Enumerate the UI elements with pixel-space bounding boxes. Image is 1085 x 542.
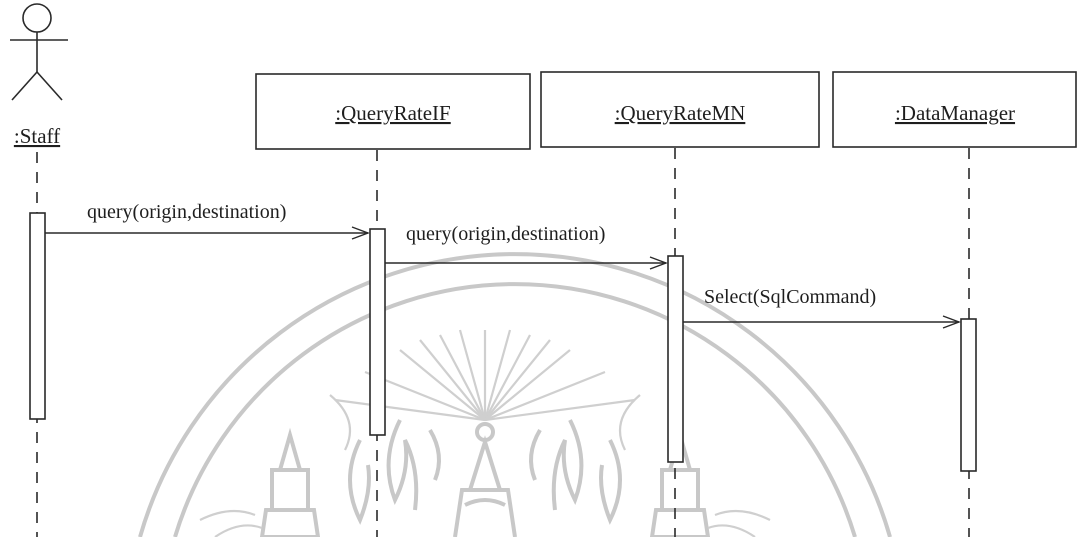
activation-queryratemn xyxy=(667,255,684,463)
seal-towers xyxy=(259,427,711,539)
object-datamanager: :DataManager xyxy=(832,71,1077,148)
arrowhead-icon xyxy=(649,256,668,270)
message-label: query(origin,destination) xyxy=(87,201,286,223)
message-1: query(origin,destination) xyxy=(45,201,370,240)
seal-scrolls xyxy=(199,394,771,538)
object-label: :QueryRateMN xyxy=(615,101,746,125)
message-2: query(origin,destination) xyxy=(385,223,668,270)
seal-rays xyxy=(334,329,636,422)
seal-spire xyxy=(453,422,517,538)
university-seal-watermark xyxy=(138,252,892,539)
object-box xyxy=(832,71,1077,148)
actor-label: :Staff xyxy=(14,124,60,148)
object-queryrateif: :QueryRateIF xyxy=(255,73,531,150)
message-3: Select(SqlCommand) xyxy=(683,286,961,329)
activation-staff xyxy=(29,212,46,420)
object-label: :DataManager xyxy=(895,101,1015,125)
seal-flames xyxy=(348,419,622,525)
object-label: :QueryRateIF xyxy=(335,101,450,125)
arrowhead-icon xyxy=(942,315,961,329)
object-box xyxy=(255,73,531,150)
activation-datamanager xyxy=(960,318,977,472)
actor-staff: :Staff xyxy=(10,3,68,148)
message-label: Select(SqlCommand) xyxy=(704,286,876,308)
arrowhead-icon xyxy=(351,226,370,240)
activation-queryrateif xyxy=(369,228,386,436)
message-label: query(origin,destination) xyxy=(406,223,605,245)
object-box xyxy=(540,71,820,148)
object-queryratemn: :QueryRateMN xyxy=(540,71,820,148)
actor-stick-figure-icon xyxy=(10,3,68,101)
